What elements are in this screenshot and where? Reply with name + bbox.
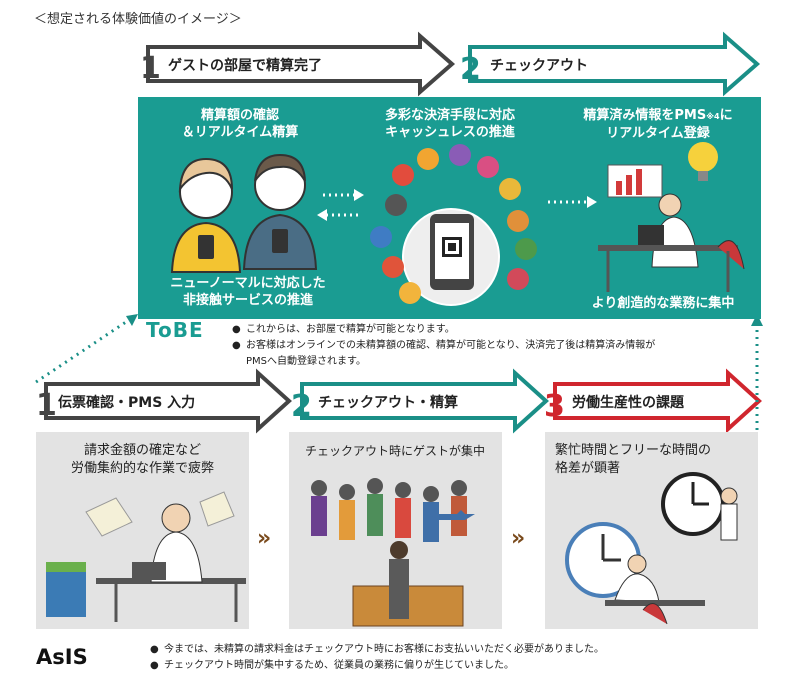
- guest-man-illustration: [242, 153, 318, 270]
- asis-step-2-arrow: 2 チェックアウト・精算: [291, 368, 549, 434]
- tobe-bullet-3: PMSへ自動登録されます。: [246, 356, 367, 367]
- tobe-col2-title: 多彩な決済手段に対応 キャッシュレスの推進: [360, 107, 540, 141]
- asis-step-3-arrow: 3 労働生産性の課題: [544, 368, 762, 434]
- tired-worker-illustration: [46, 491, 246, 622]
- asis-bullet-1: ●今までは、未精算の請求料金はチェックアウト時にお客様にお支払いいただく必要があ…: [150, 644, 604, 655]
- asis-step-2-label: チェックアウト・精算: [318, 394, 458, 411]
- asis-step-2-number: 2: [291, 389, 312, 424]
- flow-chevron-2: »: [511, 526, 526, 551]
- tobe-col1-footer: ニューノーマルに対応した 非接触サービスの推進: [158, 275, 338, 309]
- office-worker-illustration: [598, 142, 745, 292]
- connector-left-dotted: [35, 316, 133, 384]
- tobe-col3-title-suffix: に: [719, 108, 733, 123]
- tobe-step-1-label: ゲストの部屋で精算完了: [168, 57, 322, 74]
- asis-logo: AsIS: [36, 645, 88, 669]
- tobe-col3-title-note: ※4: [706, 112, 720, 121]
- tobe-bullet-1: ●これからは、お部屋で精算が可能となります。: [232, 324, 455, 335]
- tobe-col1-footer-line1: ニューノーマルに対応した: [170, 276, 326, 291]
- crowded-checkout-illustration: [311, 478, 475, 627]
- tobe-col3-title: 精算済み情報をPMS※4に リアルタイム登録: [558, 107, 758, 142]
- cashless-payment-illustration: [370, 144, 537, 306]
- tobe-col1-footer-line2: 非接触サービスの推進: [182, 293, 313, 308]
- tobe-col3-title-line2: リアルタイム登録: [606, 126, 710, 141]
- asis-panel-3-text: 繁忙時間とフリーな時間の 格差が顕著: [555, 443, 712, 476]
- tobe-step-2-label: チェックアウト: [490, 58, 588, 74]
- tobe-panel: 精算額の確認 ＆リアルタイム精算 多彩な決済手段に対応 キャッシュレスの推進 精…: [138, 97, 761, 319]
- exchange-arrows-left: [323, 193, 358, 217]
- tobe-step-1-number: 1: [140, 51, 161, 86]
- asis-step-1-number: 1: [36, 388, 57, 423]
- page-caption: ＜想定される体験価値のイメージ＞: [34, 12, 242, 27]
- asis-step-3-label: 労働生産性の課題: [572, 394, 685, 411]
- asis-panel-2: チェックアウト時にゲストが集中: [289, 432, 502, 629]
- tobe-logo: ToBE: [146, 318, 204, 342]
- asis-bullet-2: ●チェックアウト時間が集中するため、従業員の業務に偏りが生じていました。: [150, 660, 514, 671]
- tobe-bullets: ●これからは、お部屋で精算が可能となります。 ●お客様はオンラインでの未精算額の…: [232, 322, 762, 370]
- tobe-col2-title-line2: キャッシュレスの推進: [385, 125, 515, 140]
- tobe-step-2-number: 2: [460, 52, 481, 87]
- asis-panel-3: 繁忙時間とフリーな時間の 格差が顕著: [545, 432, 758, 629]
- tobe-bullet-2: ●お客様はオンラインでの未精算額の確認、精算が可能となり、決済完了後は精算済み情…: [232, 340, 656, 351]
- tobe-step-2-arrow: 2 チェックアウト: [460, 31, 761, 97]
- tobe-col3-footer: より創造的な業務に集中: [591, 296, 735, 311]
- asis-panel-1-text: 請求金額の確定など 労働集約的な作業で疲弊: [70, 443, 214, 476]
- tobe-col1-title: 精算額の確認 ＆リアルタイム精算: [170, 107, 310, 141]
- flow-chevron-1: »: [257, 526, 272, 551]
- tobe-illustrations: [170, 142, 745, 306]
- time-gap-illustration: [565, 472, 738, 625]
- asis-step-1-label: 伝票確認・PMS 入力: [58, 394, 195, 411]
- asis-step-1-arrow: 1 伝票確認・PMS 入力: [36, 368, 292, 434]
- tobe-step-1-arrow: 1 ゲストの部屋で精算完了: [140, 31, 456, 97]
- guest-woman-illustration: [170, 157, 242, 273]
- asis-panel-2-text: チェックアウト時にゲストが集中: [305, 444, 486, 458]
- tobe-col1-title-line1: 精算額の確認: [200, 108, 279, 123]
- tobe-col2-title-line1: 多彩な決済手段に対応: [384, 108, 515, 123]
- tobe-col3-title-line1: 精算済み情報をPMS: [583, 108, 707, 123]
- asis-panel-1: 請求金額の確定など 労働集約的な作業で疲弊: [36, 432, 249, 629]
- asis-step-3-number: 3: [544, 389, 565, 424]
- tobe-col1-title-line2: ＆リアルタイム精算: [181, 125, 299, 140]
- asis-bullets: ●今までは、未精算の請求料金はチェックアウト時にお客様にお支払いいただく必要があ…: [150, 642, 750, 674]
